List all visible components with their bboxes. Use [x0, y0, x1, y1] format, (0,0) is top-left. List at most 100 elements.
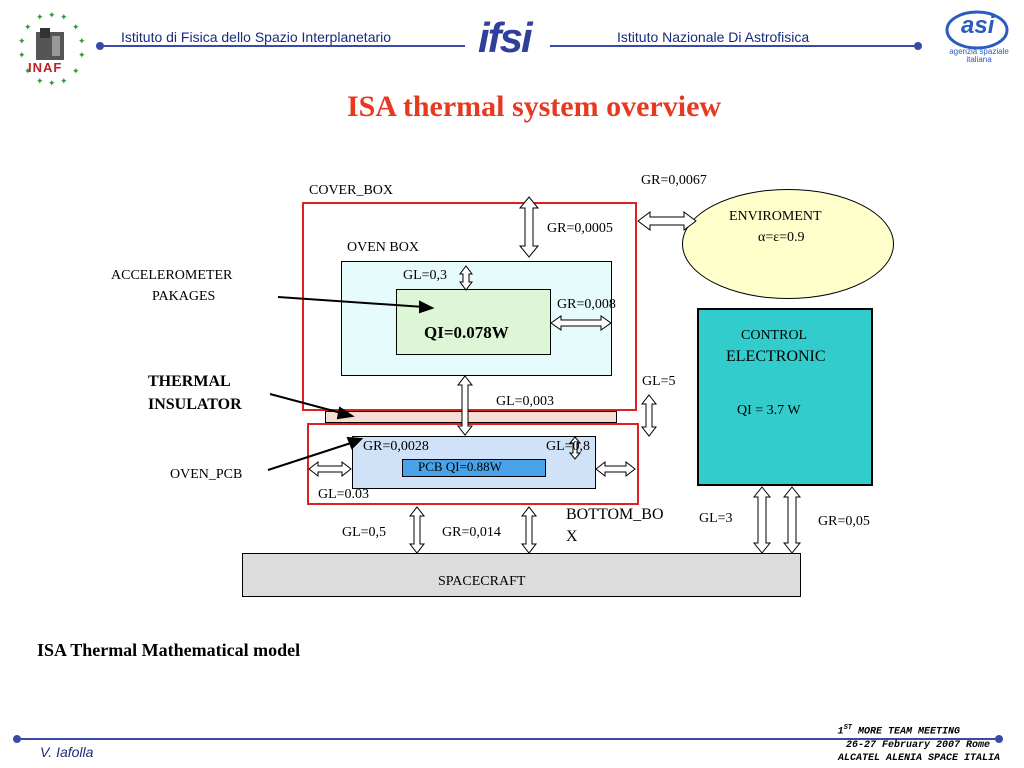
gr-control-label: GR=0,05	[818, 514, 870, 529]
svg-text:✦: ✦	[72, 23, 80, 33]
footer-line	[18, 738, 998, 740]
pointer-pcb	[267, 441, 355, 471]
svg-text:✦: ✦	[78, 37, 86, 47]
footer-dot-left	[13, 735, 21, 743]
asi-swirl-icon	[945, 10, 1009, 50]
arrow-gl-bottom-left	[408, 506, 426, 554]
svg-text:✦: ✦	[36, 13, 44, 23]
cover-box	[302, 202, 637, 411]
bottom-box-label-line2: X	[566, 528, 578, 545]
author: V. Iafolla	[40, 744, 94, 760]
model-caption: ISA Thermal Mathematical model	[37, 640, 301, 660]
arrow-gl-pcb-side	[308, 460, 352, 478]
thermal-insulator-label-line2: INSULATOR	[148, 396, 242, 413]
gl-pcb-side-label: GL=0.03	[318, 487, 370, 502]
gl-oven-top-label: GL=0,3	[403, 268, 448, 283]
gr-environment-label: GR=0,0067	[641, 173, 707, 188]
thermal-insulator-label-line1: THERMAL	[148, 373, 231, 390]
gr-bottom-right-label: GR=0,014	[442, 525, 501, 540]
spacecraft-box	[242, 553, 801, 597]
svg-text:✦: ✦	[24, 23, 32, 33]
asi-logo-subtext: agenzia spaziale italiana	[949, 47, 1009, 64]
header-line-right	[550, 45, 918, 47]
bottom-box	[307, 423, 639, 505]
ifsi-logo: ifsi	[478, 14, 533, 61]
arrow-gr-control	[782, 486, 802, 554]
svg-text:✦: ✦	[48, 11, 56, 21]
svg-text:✦: ✦	[78, 51, 86, 61]
pointer-insulator-head	[336, 406, 355, 420]
gl-control-label: GL=3	[699, 511, 733, 526]
meeting-title: 1ST MORE TEAM MEETING	[0, 722, 960, 738]
accelerometer-label-line2: PAKAGES	[152, 289, 216, 304]
control-label-line1: CONTROL	[741, 328, 808, 343]
gl-insulator-label: GL=0,003	[496, 394, 555, 409]
gl-pcb-label: GL=0,8	[546, 439, 591, 454]
meeting-dates: 26-27 February 2007 Rome	[845, 740, 990, 751]
arrow-gl-insulator	[456, 375, 474, 436]
footer-dot-right	[995, 735, 1003, 743]
header: ✦ ✦ ✦ ✦ ✦ ✦ ✦ ✦ ✦ ✦ ✦ ✦ ✦ ✦ INAF Istituto di Fis…	[0, 0, 1024, 89]
control-electronic-box	[697, 308, 873, 486]
arrow-gr-oven-side	[550, 315, 612, 331]
spacecraft-label: SPACECRAFT	[438, 574, 526, 589]
company: ALCATEL ALENIA SPACE ITALIA	[837, 753, 1000, 764]
arrow-gl-pcb	[568, 436, 582, 460]
inaf-stars-icon: ✦ ✦ ✦ ✦ ✦ ✦ ✦ ✦ ✦ ✦ ✦ ✦ ✦ ✦	[18, 11, 86, 89]
header-dot-right	[914, 42, 922, 50]
svg-text:✦: ✦	[36, 77, 44, 87]
meeting-prefix: 1	[837, 726, 844, 738]
svg-text:✦: ✦	[18, 51, 26, 61]
arrow-gl-oven-top	[459, 265, 473, 291]
footer: V. Iafolla 1ST MORE TEAM MEETING 26-27 F…	[0, 700, 1024, 768]
arrow-pcb-right	[595, 460, 636, 478]
svg-text:✦: ✦	[60, 77, 68, 87]
header-line-left	[100, 45, 465, 47]
arrow-gl-control	[752, 486, 772, 554]
pcb-qi-badge	[402, 459, 546, 477]
arrow-gl5	[640, 394, 658, 437]
svg-text:✦: ✦	[24, 67, 32, 77]
gl-bottom-left-label: GL=0,5	[342, 525, 387, 540]
asi-logo: asi agenzia spaziale italiana	[935, 8, 1015, 68]
pointer-accelerometer	[277, 296, 425, 308]
gr-pcb-label: GR=0,0028	[363, 439, 429, 454]
arrow-environment	[637, 211, 697, 231]
bottom-box-label-line1: BOTTOM_BO	[566, 506, 664, 523]
arrow-gr-bottom-right	[520, 506, 538, 554]
left-institute: Istituto di Fisica dello Spazio Interpla…	[121, 29, 392, 45]
oven-box-label: OVEN BOX	[347, 240, 419, 255]
pointer-accelerometer-head	[419, 300, 435, 314]
header-dot-left	[96, 42, 104, 50]
environment-formula: α=ε=0.9	[758, 230, 805, 245]
inaf-logo-text: INAF	[28, 60, 63, 75]
oven-pcb-label: OVEN_PCB	[170, 467, 243, 482]
svg-text:✦: ✦	[18, 37, 26, 47]
accelerometer-label-line1: ACCELEROMETER	[111, 268, 233, 283]
environment-node	[682, 189, 894, 299]
pcb-qi-label: PCB QI=0.88W	[418, 459, 502, 474]
gr-oven-side-label: GR=0,008	[557, 297, 616, 312]
gl5-label: GL=5	[642, 374, 676, 389]
meeting-sup: ST	[843, 724, 852, 732]
inaf-logo: ✦ ✦ ✦ ✦ ✦ ✦ ✦ ✦ ✦ ✦ ✦ ✦ ✦ ✦ INAF	[14, 10, 86, 90]
svg-text:✦: ✦	[60, 13, 68, 23]
meeting-rest: MORE TEAM MEETING	[851, 726, 960, 738]
control-qi: QI = 3.7 W	[737, 403, 801, 418]
gr-cover-top-label: GR=0,0005	[547, 221, 613, 236]
qi-accelerometer: QI=0.078W	[424, 323, 509, 342]
arrow-cover-top	[518, 196, 540, 258]
pointer-pcb-head	[346, 436, 364, 450]
cover-box-label: COVER_BOX	[309, 183, 394, 198]
pointer-insulator	[269, 393, 346, 415]
environment-label: ENVIROMENT	[729, 209, 822, 224]
accelerometer-box	[396, 289, 551, 355]
svg-text:✦: ✦	[72, 67, 80, 77]
right-institute: Istituto Nazionale Di Astrofisica	[617, 29, 810, 45]
svg-text:✦: ✦	[48, 79, 56, 89]
control-label-line2: ELECTRONIC	[726, 348, 826, 365]
asi-logo-text: asi	[961, 12, 995, 39]
page-title: ISA thermal system overview	[346, 90, 722, 123]
